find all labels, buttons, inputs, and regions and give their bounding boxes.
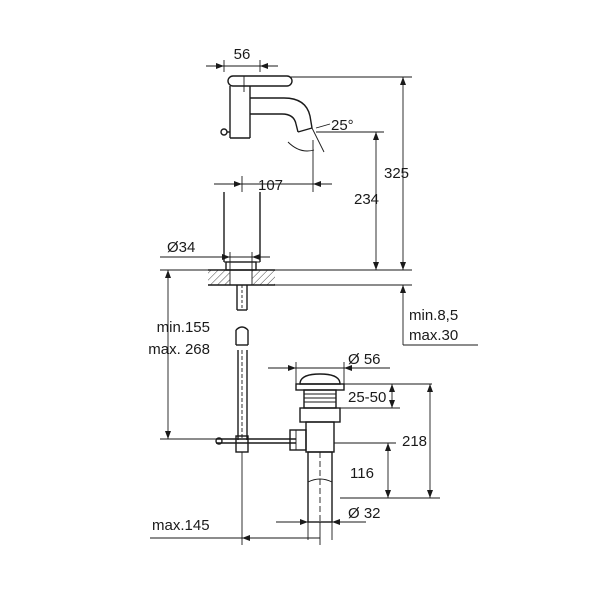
label-rod-distance: max.145 [152, 517, 210, 534]
label-spout-angle: 25° [331, 117, 354, 134]
dim-outlet-diameter [276, 510, 366, 540]
label-outlet-diameter: Ø 32 [348, 505, 381, 522]
waste-assembly [289, 373, 345, 523]
dim-spout-reach [214, 140, 332, 192]
popup-rod [215, 326, 296, 453]
dim-waste-diameter [268, 362, 390, 384]
deck-section [208, 269, 275, 311]
dim-waste-flange [340, 383, 432, 409]
dim-waste-total [340, 384, 440, 499]
faucet-body [220, 75, 313, 271]
label-base-width: 56 [234, 46, 251, 63]
label-total-height: 325 [384, 165, 409, 182]
label-deck-max: max.30 [409, 327, 458, 344]
label-waste-flange: 25-50 [348, 389, 386, 406]
label-hole-diameter: Ø34 [167, 239, 195, 256]
label-waste-diameter: Ø 56 [348, 351, 381, 368]
dim-deck-thickness [400, 285, 478, 346]
label-spout-reach: 107 [258, 177, 283, 194]
dim-total-height [290, 76, 412, 270]
dim-rod-distance [150, 452, 321, 545]
label-waste-total: 218 [402, 433, 427, 450]
dim-connection-length [160, 269, 216, 440]
dim-base-width [206, 60, 278, 72]
dim-waste-tail [334, 442, 396, 498]
label-connection-min: min.155 [157, 319, 210, 336]
label-spout-height: 234 [354, 191, 379, 208]
dim-hole-diameter [160, 252, 270, 270]
dim-spout-angle [287, 123, 331, 153]
label-connection-max: max. 268 [148, 341, 210, 358]
dim-spout-height [316, 131, 384, 270]
label-waste-tail: 116 [350, 465, 374, 482]
label-deck-min: min.8,5 [409, 307, 458, 324]
